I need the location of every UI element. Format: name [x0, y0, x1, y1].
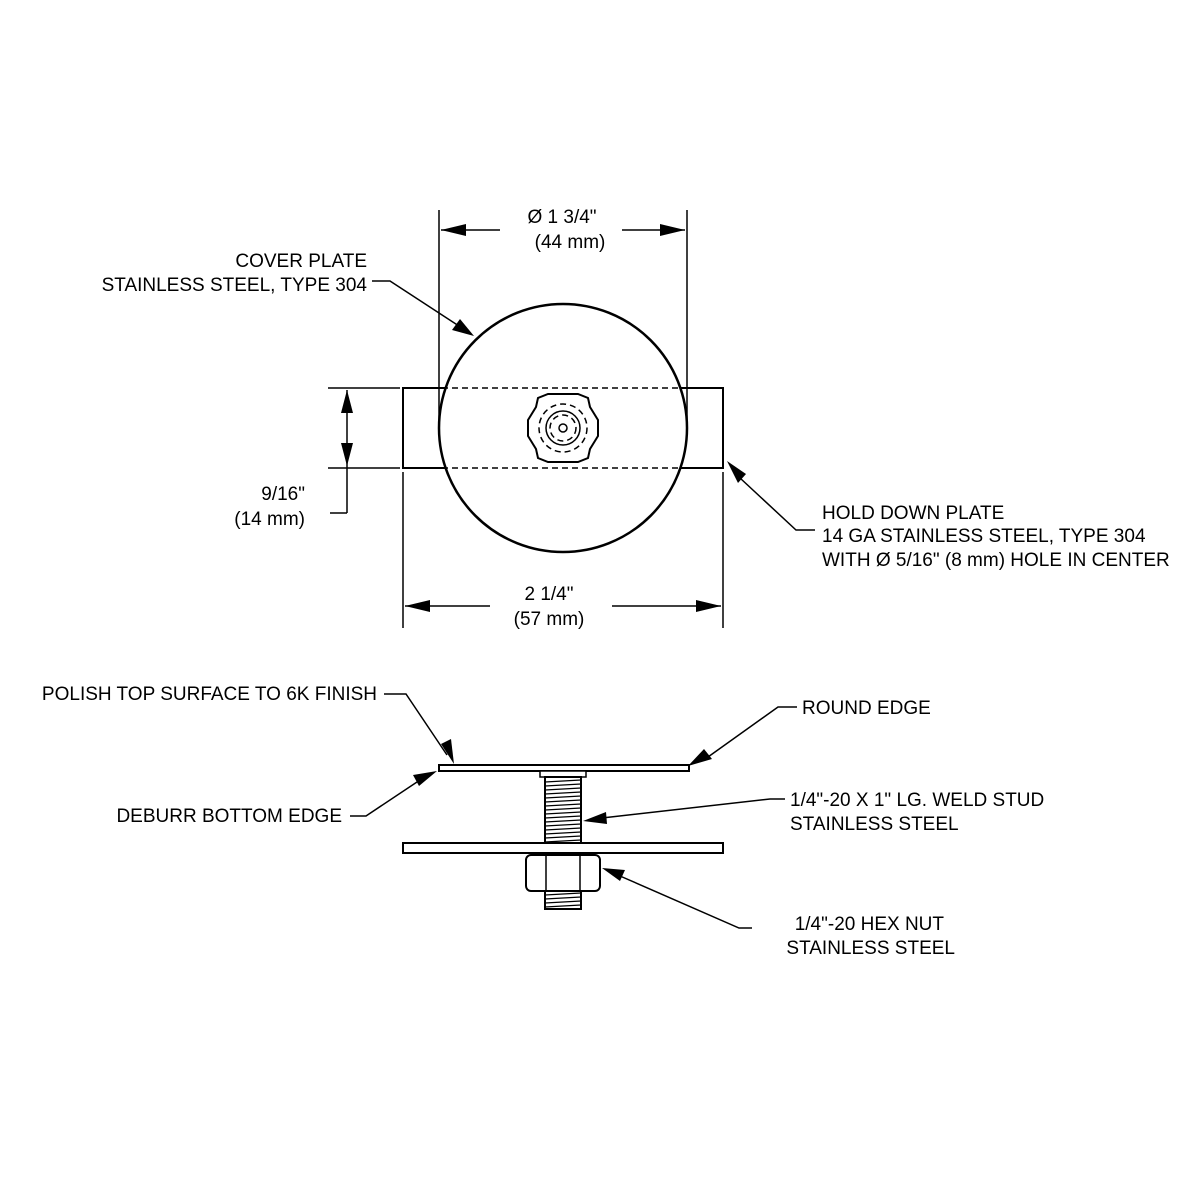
height-label-line1: 9/16" — [261, 484, 305, 505]
hold-down-label-line2: 14 GA STAINLESS STEEL, TYPE 304 — [822, 526, 1146, 547]
hold-down-plate-callout: HOLD DOWN PLATE 14 GA STAINLESS STEEL, T… — [727, 461, 1170, 571]
diameter-label-line1: Ø 1 3/4" — [527, 207, 596, 228]
width-dimension: 2 1/4" (57 mm) — [402, 472, 724, 630]
deburr-callout: DEBURR BOTTOM EDGE — [116, 771, 437, 827]
width-label-line1: 2 1/4" — [524, 584, 573, 605]
stud-tail-threads — [544, 890, 582, 910]
cover-plate-label-line1: COVER PLATE — [235, 251, 367, 272]
hex-nut-side — [525, 854, 601, 892]
round-edge-label: ROUND EDGE — [802, 698, 931, 719]
cover-plate-callout: COVER PLATE STAINLESS STEEL, TYPE 304 — [102, 251, 474, 336]
hex-nut-label-line1: 1/4"-20 HEX NUT — [795, 914, 945, 935]
weld-stud-label-line2: STAINLESS STEEL — [790, 814, 959, 835]
deburr-label: DEBURR BOTTOM EDGE — [116, 806, 342, 827]
diameter-label-line2: (44 mm) — [535, 232, 606, 253]
polish-label: POLISH TOP SURFACE TO 6K FINISH — [42, 684, 377, 705]
top-view: Ø 1 3/4" (44 mm) 9/16" (14 mm) 2 1/4" (5… — [102, 207, 1170, 630]
hold-down-label-line1: HOLD DOWN PLATE — [822, 503, 1004, 524]
weld-stud-label-line1: 1/4"-20 X 1" LG. WELD STUD — [790, 790, 1044, 811]
hex-nut-callout: 1/4"-20 HEX NUT STAINLESS STEEL — [602, 868, 955, 959]
weld-stud-callout: 1/4"-20 X 1" LG. WELD STUD STAINLESS STE… — [583, 790, 1044, 835]
width-label-line2: (57 mm) — [514, 609, 585, 630]
hex-nut-label-line2: STAINLESS STEEL — [786, 938, 955, 959]
center-stud-detail — [527, 393, 599, 463]
hold-down-plate-side — [402, 842, 724, 854]
height-label-line2: (14 mm) — [234, 509, 305, 530]
cover-plate-label-line2: STAINLESS STEEL, TYPE 304 — [102, 275, 368, 296]
round-edge-callout: ROUND EDGE — [688, 698, 931, 766]
hold-down-label-line3: WITH Ø 5/16" (8 mm) HOLE IN CENTER — [822, 550, 1170, 571]
diameter-dimension: Ø 1 3/4" (44 mm) — [438, 207, 688, 428]
side-view: POLISH TOP SURFACE TO 6K FINISH DEBURR B… — [42, 684, 1044, 959]
cover-plate-side — [438, 764, 690, 772]
height-dimension: 9/16" (14 mm) — [234, 387, 400, 530]
polish-callout: POLISH TOP SURFACE TO 6K FINISH — [42, 684, 454, 764]
